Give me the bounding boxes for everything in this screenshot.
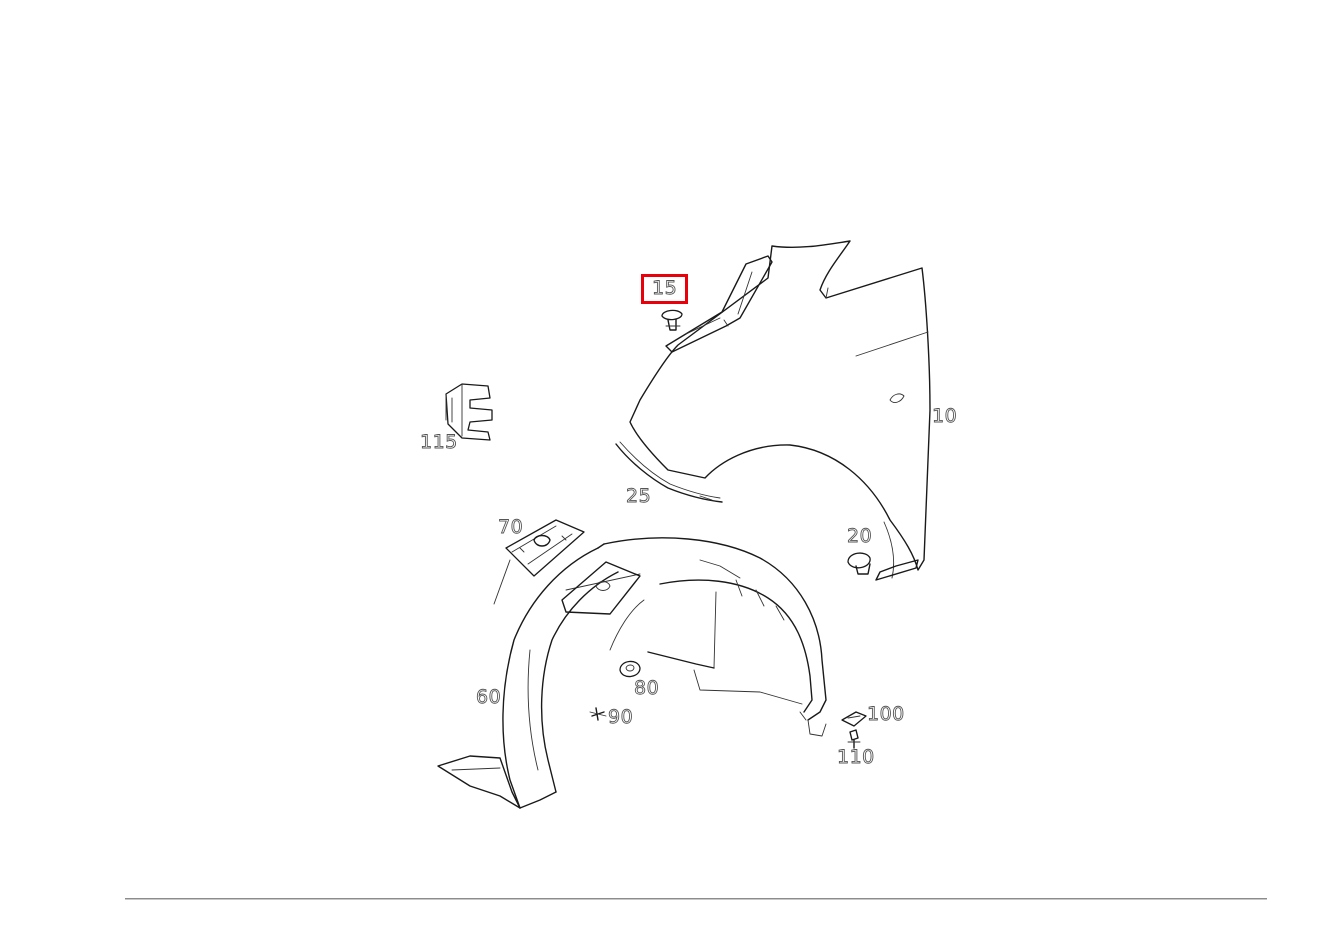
footer-divider bbox=[125, 898, 1267, 900]
screw-part-90[interactable] bbox=[589, 707, 607, 721]
callout-70[interactable]: 70 bbox=[498, 516, 524, 538]
wheel-arch-liner-part-60[interactable] bbox=[437, 537, 827, 809]
callout-25[interactable]: 25 bbox=[626, 485, 652, 507]
grommet-part-20[interactable] bbox=[847, 552, 871, 575]
callout-90[interactable]: 90 bbox=[608, 706, 634, 728]
callout-100[interactable]: 100 bbox=[867, 703, 905, 725]
callout-10[interactable]: 10 bbox=[932, 405, 958, 427]
clip-part-100[interactable] bbox=[841, 711, 867, 727]
bracket-part-115[interactable] bbox=[445, 383, 493, 441]
callout-80[interactable]: 80 bbox=[634, 677, 660, 699]
nut-part-80[interactable] bbox=[619, 660, 641, 678]
screw-part-110[interactable] bbox=[847, 729, 861, 749]
callout-15[interactable]: 15 bbox=[641, 274, 689, 304]
plate-part-70[interactable] bbox=[493, 519, 585, 605]
callout-110[interactable]: 110 bbox=[837, 746, 875, 768]
callout-60[interactable]: 60 bbox=[476, 686, 502, 708]
callout-20[interactable]: 20 bbox=[847, 525, 873, 547]
fender-part-10[interactable] bbox=[629, 240, 931, 581]
clip-part-15[interactable] bbox=[661, 309, 683, 331]
callout-115[interactable]: 115 bbox=[420, 431, 458, 453]
seal-strip-part-25[interactable] bbox=[615, 441, 723, 503]
